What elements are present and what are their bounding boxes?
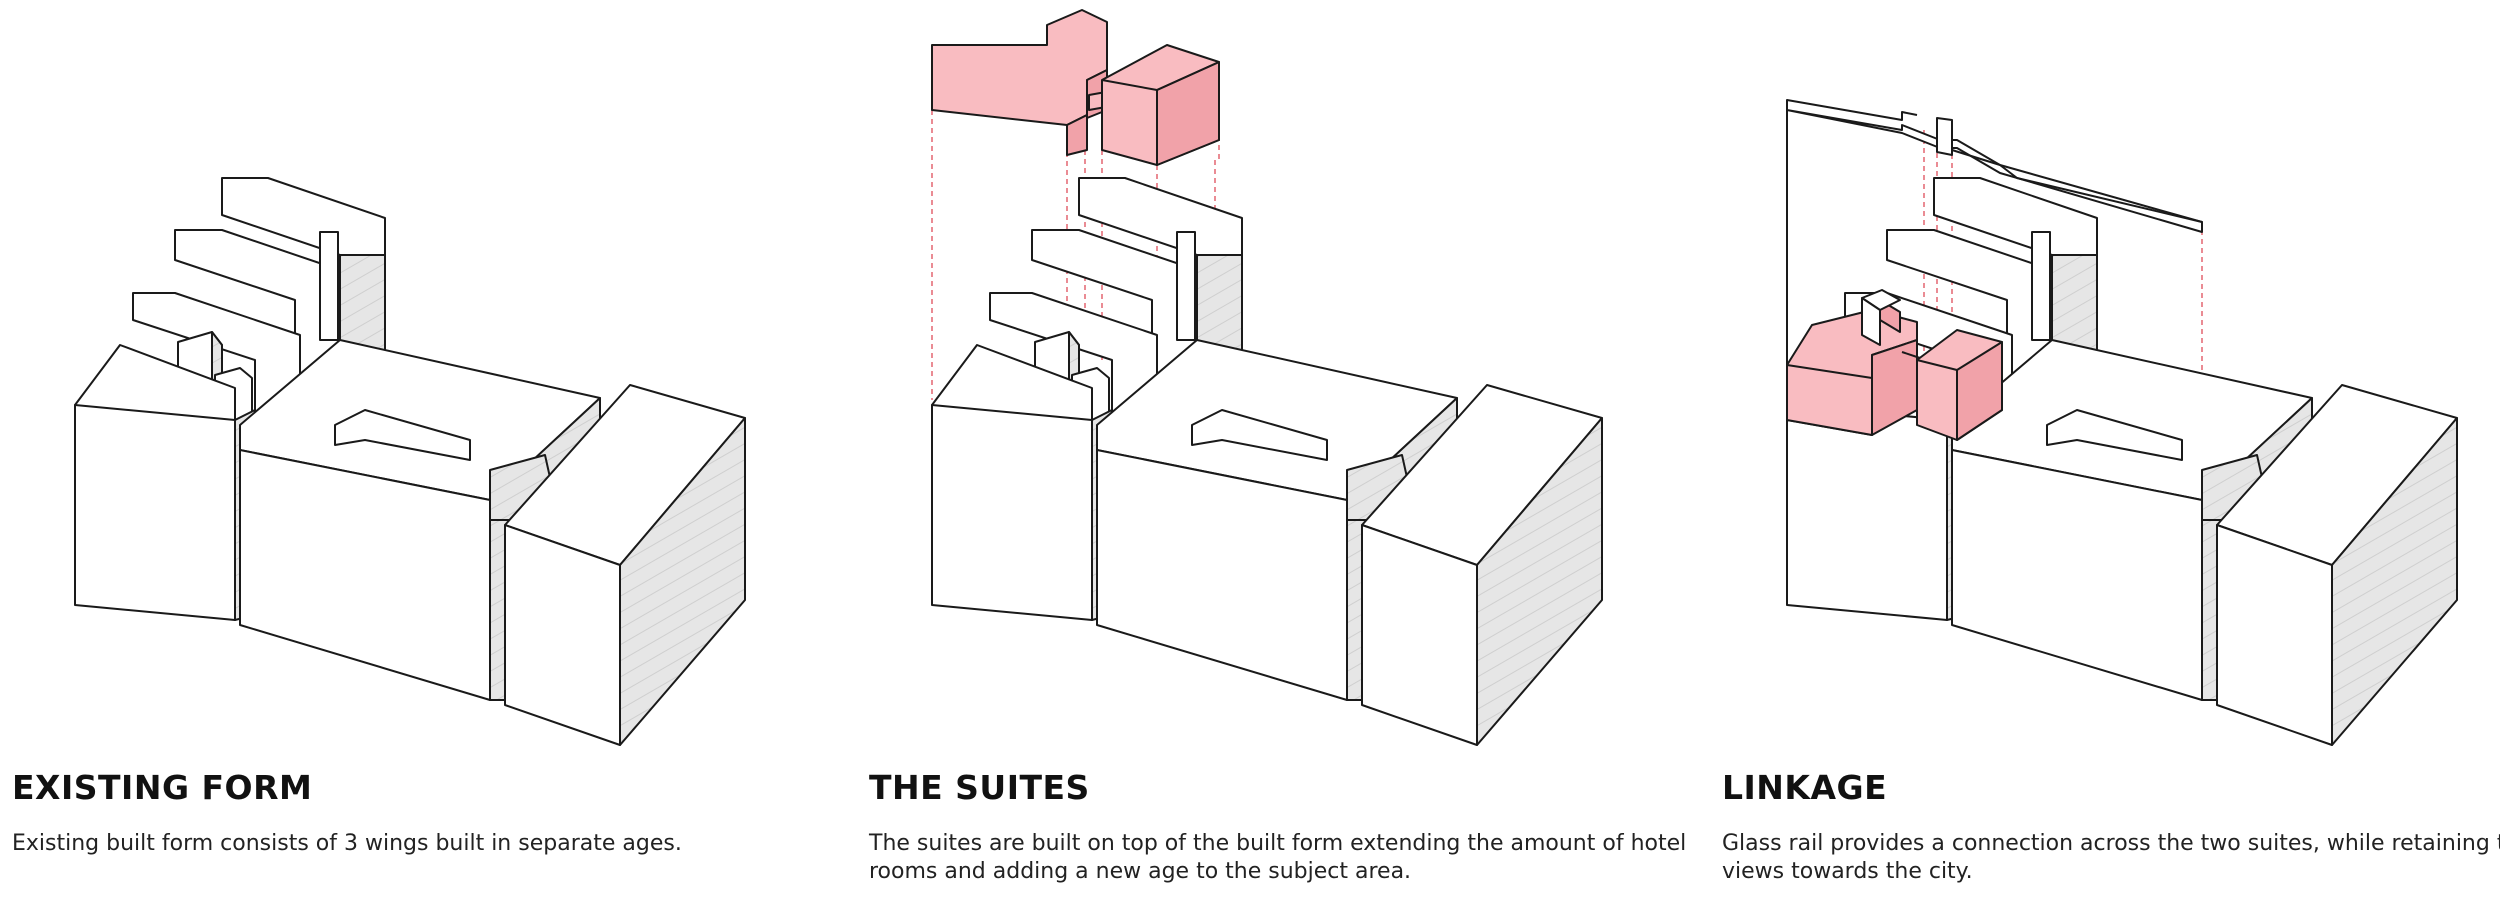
suites-massing (1787, 290, 2002, 440)
panel-title: LINKAGE (1722, 768, 1887, 807)
panel-the-suites: THE SUITES The suites are built on top o… (857, 0, 1697, 904)
panel-description: Existing built form consists of 3 wings … (12, 830, 842, 858)
existing-form-diagram (0, 0, 840, 760)
panel-description: The suites are built on top of the built… (869, 830, 1699, 886)
suites-massing (932, 10, 1219, 165)
left-wing-block (932, 345, 1112, 620)
panel-title: EXISTING FORM (12, 768, 312, 807)
panel-title: THE SUITES (869, 768, 1090, 807)
panel-linkage: LINKAGE Glass rail provides a connection… (1712, 0, 2500, 904)
panel-existing-form: EXISTING FORM Existing built form consis… (0, 0, 840, 904)
panel-description: Glass rail provides a connection across … (1722, 830, 2500, 886)
left-wing-block (75, 345, 255, 620)
linkage-diagram (1712, 0, 2500, 760)
suites-diagram (857, 0, 1697, 760)
